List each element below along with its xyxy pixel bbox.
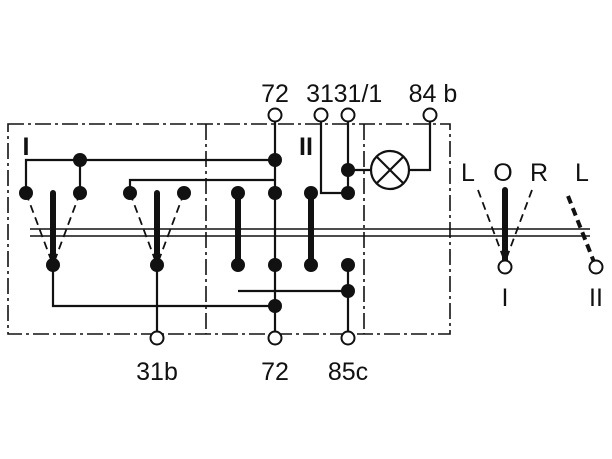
- switch-position-l-left: L: [461, 159, 475, 187]
- contact-node: [231, 258, 245, 272]
- terminal-label-31: 31: [306, 80, 334, 108]
- switch-pin-label-two: II: [589, 284, 603, 312]
- wire-31: [319, 122, 348, 195]
- terminal-label-84b: 84 b: [409, 80, 458, 108]
- switch-position-l-right: L: [575, 159, 589, 187]
- switch-pin-two: [588, 259, 604, 275]
- contact-node: [150, 258, 164, 272]
- terminal-ring-31: [313, 107, 329, 123]
- switch-dash-r: [504, 189, 533, 263]
- terminal-label-31-1: 31/1: [334, 80, 383, 108]
- switch-dash-l: [477, 189, 506, 263]
- terminal-ring-31b: [149, 330, 165, 346]
- contact-node: [73, 153, 87, 167]
- terminal-label-72-bottom: 72: [261, 358, 289, 386]
- contact-node: [341, 258, 355, 272]
- switch-pin-label-one: I: [502, 284, 509, 312]
- terminal-ring-72-top: [267, 107, 283, 123]
- terminal-label-31b: 31b: [136, 358, 178, 386]
- terminal-label-85c: 85c: [328, 358, 368, 386]
- contact-node: [341, 163, 355, 177]
- wire-i-return: [51, 265, 275, 308]
- contact-node: [231, 186, 245, 200]
- indicator-lamp-icon: [369, 149, 411, 191]
- contact-node: [19, 186, 33, 200]
- switch-lever-ii: [566, 195, 596, 263]
- contact-node: [268, 186, 282, 200]
- section-two-contacts: [231, 122, 432, 336]
- contact-node: [341, 284, 355, 298]
- section-one-contacts: [19, 153, 275, 336]
- switch-position-r: R: [530, 159, 548, 187]
- contact-node: [304, 186, 318, 200]
- rotary-switch: [477, 187, 604, 275]
- contact-node: [46, 258, 60, 272]
- contact-node: [123, 186, 137, 200]
- terminal-ring-85c: [340, 330, 356, 346]
- terminal-ring-31-1: [340, 107, 356, 123]
- section-mark-two: II: [299, 133, 313, 161]
- contact-node: [268, 153, 282, 167]
- contact-node: [268, 258, 282, 272]
- wire-i-top-bus: [24, 158, 275, 193]
- switch-pin-one: [497, 259, 513, 275]
- terminal-label-72-top: 72: [261, 80, 289, 108]
- terminal-ring-72-bottom: [267, 330, 283, 346]
- contact-node: [177, 186, 191, 200]
- section-mark-one: I: [23, 133, 30, 161]
- contact-node: [341, 186, 355, 200]
- contact-node: [73, 186, 87, 200]
- contact-node: [268, 299, 282, 313]
- contact-node: [304, 258, 318, 272]
- wire-i-bridge: [128, 178, 275, 193]
- switch-position-o: O: [493, 159, 512, 187]
- terminal-ring-84b: [422, 107, 438, 123]
- lamp-lead-right: [409, 122, 432, 172]
